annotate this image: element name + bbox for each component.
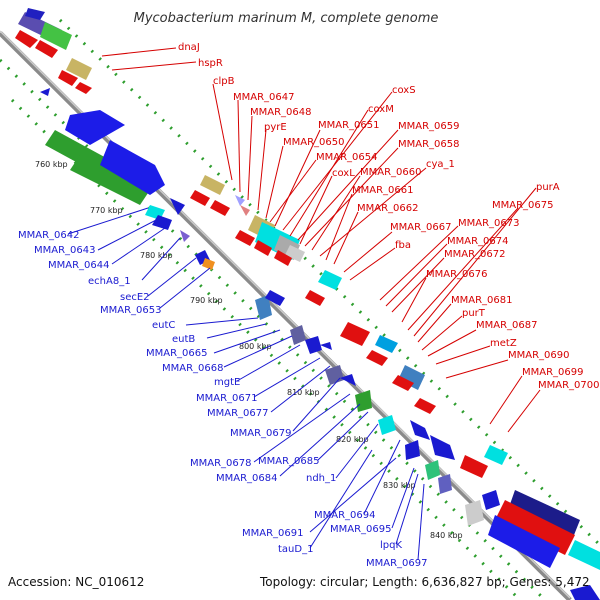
kbp-label: 830 kbp xyxy=(383,481,416,490)
gene-label-MMAR_0699[interactable]: MMAR_0699 xyxy=(522,367,584,378)
gene-label-MMAR_0647[interactable]: MMAR_0647 xyxy=(233,92,295,103)
genome-summary-text: Topology: circular; Length: 6,636,827 bp… xyxy=(259,575,590,589)
gene-label-MMAR_0667[interactable]: MMAR_0667 xyxy=(390,222,452,233)
kbp-label: 760 kbp xyxy=(35,160,68,169)
gene-label-coxL[interactable]: coxL xyxy=(332,168,355,179)
gene-label-hspR[interactable]: hspR xyxy=(198,58,223,69)
gene-block-corner xyxy=(488,490,600,600)
gene-label-MMAR_0674[interactable]: MMAR_0674 xyxy=(447,236,509,247)
kbp-label: 810 kbp xyxy=(287,388,320,397)
gene-label-MMAR_0662[interactable]: MMAR_0662 xyxy=(357,203,419,214)
gene-label-purA[interactable]: purA xyxy=(536,182,560,193)
gene-label-fba[interactable]: fba xyxy=(395,240,411,251)
gene-label-MMAR_0660[interactable]: MMAR_0660 xyxy=(360,167,422,178)
gene-label-coxM[interactable]: coxM xyxy=(368,104,394,115)
gene-label-MMAR_0691[interactable]: MMAR_0691 xyxy=(242,528,304,539)
kbp-label: 800 kbp xyxy=(239,342,272,351)
gene-label-MMAR_0697[interactable]: MMAR_0697 xyxy=(366,558,428,569)
gene-label-pyrE[interactable]: pyrE xyxy=(264,122,287,133)
gene-label-MMAR_0672[interactable]: MMAR_0672 xyxy=(444,249,506,260)
gene-label-MMAR_0687[interactable]: MMAR_0687 xyxy=(476,320,538,331)
gene-label-MMAR_0675[interactable]: MMAR_0675 xyxy=(492,200,554,211)
gene-label-purT[interactable]: purT xyxy=(462,308,486,319)
gene-label-MMAR_0648[interactable]: MMAR_0648 xyxy=(250,107,312,118)
gene-label-MMAR_0694[interactable]: MMAR_0694 xyxy=(314,510,376,521)
gene-label-MMAR_0673[interactable]: MMAR_0673 xyxy=(458,218,520,229)
gene-label-MMAR_0690[interactable]: MMAR_0690 xyxy=(508,350,570,361)
gene-label-MMAR_0654[interactable]: MMAR_0654 xyxy=(316,152,378,163)
gene-label-eutB[interactable]: eutB xyxy=(172,334,195,345)
gene-label-MMAR_0671[interactable]: MMAR_0671 xyxy=(196,393,258,404)
forward-gene-labels: dnaJ hspR clpB MMAR_0647 MMAR_0648 pyrE … xyxy=(178,42,600,391)
kbp-label: 790 kbp xyxy=(190,296,223,305)
gene-block-group xyxy=(15,8,92,96)
gene-label-coxS[interactable]: coxS xyxy=(392,85,416,96)
gene-label-ndh_1[interactable]: ndh_1 xyxy=(306,473,336,484)
gene-label-eutC[interactable]: eutC xyxy=(152,320,175,331)
gene-label-echA8_1[interactable]: echA8_1 xyxy=(88,276,131,287)
gene-label-MMAR_0651[interactable]: MMAR_0651 xyxy=(318,120,380,131)
gene-label-MMAR_0643[interactable]: MMAR_0643 xyxy=(34,245,96,256)
gene-block-large xyxy=(45,110,215,270)
gene-label-MMAR_0650[interactable]: MMAR_0650 xyxy=(283,137,345,148)
gene-label-mgtE[interactable]: mgtE xyxy=(214,377,240,388)
gene-label-MMAR_0653[interactable]: MMAR_0653 xyxy=(100,305,162,316)
gene-label-MMAR_0642[interactable]: MMAR_0642 xyxy=(18,230,80,241)
gene-label-MMAR_0700[interactable]: MMAR_0700 xyxy=(538,380,600,391)
gene-label-cya_1[interactable]: cya_1 xyxy=(426,159,455,170)
gene-label-clpB[interactable]: clpB xyxy=(213,76,235,87)
kbp-label: 780 kbp xyxy=(140,251,173,260)
outer-tick-track xyxy=(0,18,600,600)
reverse-gene-labels: MMAR_0642 MMAR_0643 MMAR_0644 echA8_1 se… xyxy=(18,230,428,569)
gene-label-lpqK[interactable]: lpqK xyxy=(380,540,402,551)
gene-block-lower xyxy=(290,325,508,526)
gene-label-MMAR_0658[interactable]: MMAR_0658 xyxy=(398,139,460,150)
gene-label-MMAR_0676[interactable]: MMAR_0676 xyxy=(426,269,488,280)
gene-label-MMAR_0695[interactable]: MMAR_0695 xyxy=(330,524,392,535)
gene-label-MMAR_0679[interactable]: MMAR_0679 xyxy=(230,428,292,439)
forward-leader-lines xyxy=(101,47,541,433)
gene-label-MMAR_0678[interactable]: MMAR_0678 xyxy=(190,458,252,469)
gene-label-MMAR_0684[interactable]: MMAR_0684 xyxy=(216,473,278,484)
gene-label-metZ[interactable]: metZ xyxy=(490,338,517,349)
gene-label-dnaJ[interactable]: dnaJ xyxy=(178,42,200,53)
gene-label-MMAR_0661[interactable]: MMAR_0661 xyxy=(352,185,414,196)
kbp-markers: 760 kbp 770 kbp 780 kbp 790 kbp 800 kbp … xyxy=(35,160,463,540)
reverse-leader-lines xyxy=(67,207,425,561)
gene-block-middle xyxy=(190,175,436,414)
map-title: Mycobacterium marinum M, complete genome xyxy=(134,11,439,26)
gene-label-MMAR_0659[interactable]: MMAR_0659 xyxy=(398,121,460,132)
gene-label-MMAR_0681[interactable]: MMAR_0681 xyxy=(451,295,513,306)
gene-label-MMAR_0668[interactable]: MMAR_0668 xyxy=(162,363,224,374)
gene-label-tauD_1[interactable]: tauD_1 xyxy=(278,544,313,555)
kbp-label: 840 kbp xyxy=(430,531,463,540)
gene-label-MMAR_0665[interactable]: MMAR_0665 xyxy=(146,348,208,359)
gene-label-MMAR_0644[interactable]: MMAR_0644 xyxy=(48,260,110,271)
accession-text: Accession: NC_010612 xyxy=(8,575,144,589)
gene-label-MMAR_0677[interactable]: MMAR_0677 xyxy=(207,408,269,419)
kbp-label: 770 kbp xyxy=(90,206,123,215)
gene-label-secE2[interactable]: secE2 xyxy=(120,292,150,303)
kbp-label: 820 kbp xyxy=(336,435,369,444)
gene-label-MMAR_0685[interactable]: MMAR_0685 xyxy=(258,456,320,467)
